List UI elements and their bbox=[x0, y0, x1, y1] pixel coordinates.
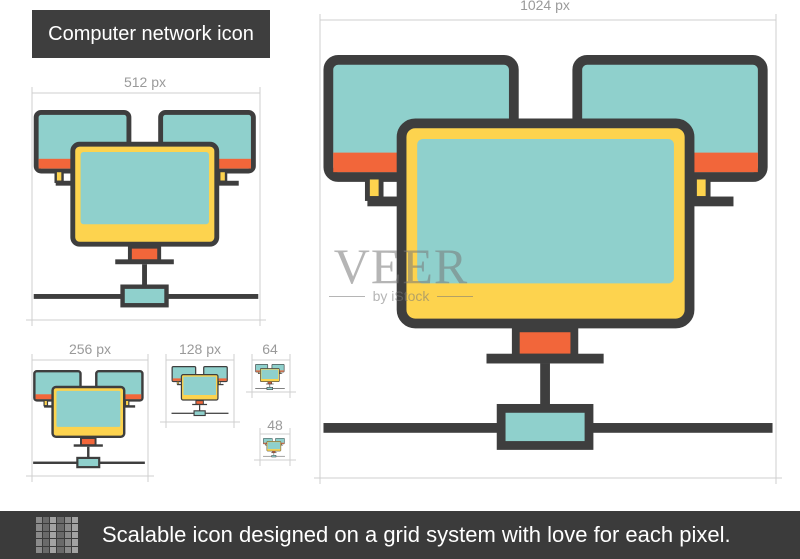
guide-frames bbox=[26, 14, 782, 484]
watermark: VEER by iStock bbox=[318, 238, 484, 304]
size-label-1024: 1024 px bbox=[520, 0, 570, 13]
watermark-sub: by iStock bbox=[318, 288, 484, 304]
computer-network-icon-256 bbox=[32, 370, 146, 469]
size-label-64: 64 bbox=[262, 341, 278, 357]
footer-bar: Scalable icon designed on a grid system … bbox=[0, 511, 800, 559]
size-label-512: 512 px bbox=[123, 74, 167, 90]
size-label-256: 256 px bbox=[68, 341, 112, 357]
computer-network-icon-512 bbox=[32, 110, 260, 315]
computer-network-icon-48 bbox=[263, 438, 285, 458]
footer-text: Scalable icon designed on a grid system … bbox=[102, 522, 731, 547]
computer-network-icon-128 bbox=[171, 366, 229, 417]
pixel-grid-icon bbox=[36, 517, 78, 553]
watermark-sub-text: by iStock bbox=[372, 288, 430, 304]
computer-network-icon-64 bbox=[255, 364, 285, 391]
size-label-128: 128 px bbox=[178, 341, 222, 357]
title-box: Computer network icon bbox=[32, 10, 270, 58]
watermark-brand: VEER bbox=[333, 238, 469, 294]
size-label-48: 48 bbox=[267, 417, 283, 433]
watermark-rule-left bbox=[328, 295, 365, 297]
page-title: Computer network icon bbox=[48, 22, 254, 45]
watermark-rule-right bbox=[437, 295, 474, 297]
